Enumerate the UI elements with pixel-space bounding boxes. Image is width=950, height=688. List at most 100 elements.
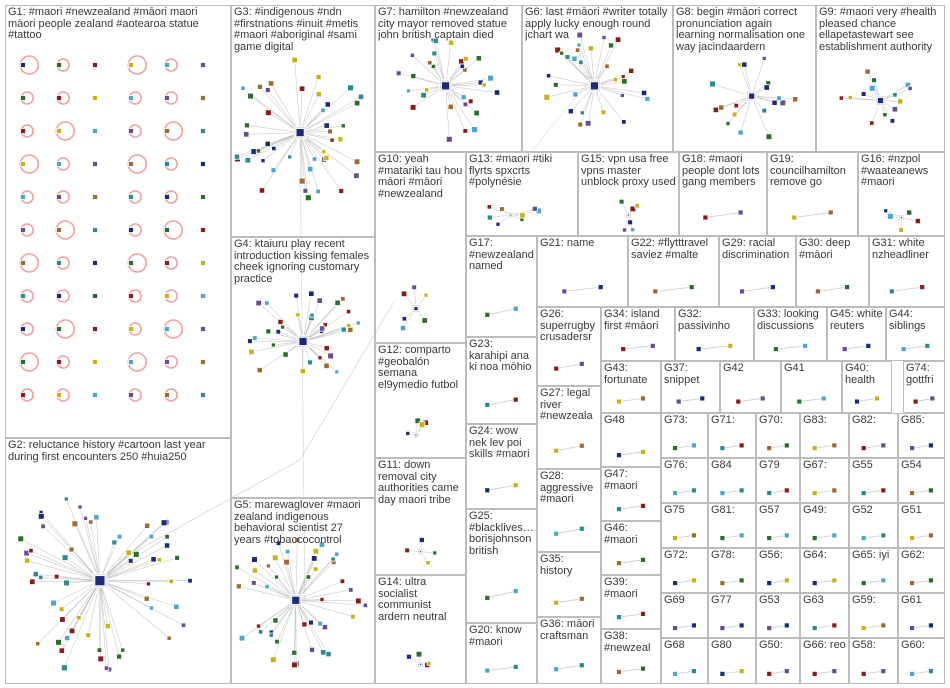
graph-node (68, 627, 76, 635)
hub-node-inner (748, 92, 756, 100)
graph-edge (722, 535, 742, 539)
group-cell-g25: G25: #blacklives… borisjohnson british #… (466, 509, 537, 623)
graph-edge (37, 580, 101, 644)
group-label-g47: G47: #maori #aotearoa #blm… (604, 469, 654, 492)
graph-node (691, 487, 697, 494)
graph-node (283, 558, 290, 566)
graph-node (553, 666, 560, 673)
graph-node (880, 622, 887, 629)
group-label-g3: G3: #indigenous #ndn #firstnations #inui… (234, 7, 359, 53)
graph-node (164, 161, 170, 167)
graph-node (640, 665, 646, 672)
group-label-g54: G54 (901, 460, 922, 471)
graph-edge (863, 580, 884, 584)
graph-node (301, 621, 308, 628)
group-cell-g21: G21: name (537, 236, 628, 307)
graph-node (311, 156, 318, 162)
group-cell-g27: G27: legal river #newzeala… #whangan… be… (537, 386, 601, 469)
graph-edge (299, 132, 342, 192)
graph-edge (295, 600, 359, 602)
graph-edge (863, 670, 884, 675)
graph-edge (295, 600, 329, 655)
graph-edge (99, 580, 149, 585)
graph-node (512, 482, 519, 489)
graph-node (619, 93, 625, 98)
graph-node (265, 328, 272, 335)
graph-node (634, 203, 641, 209)
graph-edge (769, 625, 787, 629)
graph-edge (66, 498, 101, 581)
graph-node (495, 221, 501, 227)
graph-edge (295, 540, 298, 601)
graph-node (96, 647, 103, 653)
graph-node (897, 98, 904, 105)
group-label-g76: G76: #maori stop… (664, 460, 698, 472)
graph-edge (856, 398, 878, 402)
graph-node (574, 47, 581, 53)
group-cell-g29: G29: racial discrimination cultural appr… (719, 236, 796, 307)
graph-node (20, 326, 26, 332)
graph-node (92, 293, 98, 299)
group-label-g22: G22: #flytttravel saviez #malte spots pr… (631, 238, 709, 261)
group-label-g14: G14: ultra socialist communist ardern ne… (378, 577, 447, 623)
graph-node (180, 622, 187, 628)
graph-node (919, 284, 926, 291)
graph-node (258, 187, 266, 194)
graph-node (240, 85, 246, 91)
graph-edge (769, 580, 787, 584)
graph-edge (445, 85, 450, 140)
graph-node (271, 554, 279, 562)
graph-node (512, 664, 519, 670)
graph-node (459, 63, 465, 70)
group-label-g11: G11: down removal city authorities came … (378, 460, 459, 506)
graph-node (160, 519, 168, 527)
graph-node (811, 625, 818, 631)
group-cell-g70: G70: #newz… major… (756, 413, 800, 458)
graph-node (323, 154, 330, 161)
graph-edge (85, 518, 101, 581)
graph-edge (618, 451, 644, 456)
graph-node (783, 622, 790, 629)
graph-node (275, 329, 282, 335)
graph-edge (769, 490, 787, 494)
group-cell-g30: G30: deep #māori people #kirikiriroa roo… (796, 236, 869, 307)
hub-node-inner (419, 662, 422, 666)
graph-edge (258, 132, 301, 152)
graph-node (234, 564, 240, 571)
group-label-g5: G5: marewaglover #maori zealand indigeno… (234, 500, 361, 546)
graph-node (719, 670, 726, 677)
graph-edge (487, 399, 516, 406)
graph-edge (445, 42, 452, 86)
graph-node (56, 95, 62, 101)
graph-node (311, 555, 318, 562)
graph-edge (675, 535, 694, 539)
hub-node-inner (413, 306, 419, 312)
group-label-g30: G30: deep #māori people #kirikiriroa roo… (799, 238, 851, 261)
graph-node (164, 392, 170, 398)
group-label-g13: G13: #maori #tiki flyrts spxcrts #polyné… (469, 154, 568, 189)
hub-node-inner (291, 595, 301, 605)
graph-node (887, 212, 894, 220)
graph-node (200, 326, 206, 332)
group-cell-g50: G50: story discovert… (756, 638, 800, 684)
graph-node (620, 346, 627, 353)
graph-node (640, 448, 646, 455)
hub-node-inner (295, 128, 305, 138)
graph-edge (30, 550, 101, 581)
group-cell-g48: G48 (601, 413, 661, 467)
graph-node (272, 617, 279, 624)
graph-node (120, 647, 126, 653)
group-cell-g12: G12: comparto #geobalón semana el9ymedio… (375, 343, 466, 458)
graph-node (811, 535, 818, 541)
graph-node (338, 188, 345, 194)
graph-edge (814, 580, 835, 584)
graph-node (334, 369, 340, 375)
graph-node (325, 651, 332, 658)
group-cell-g85: G85: zealand #maste… (898, 413, 945, 458)
graph-node (761, 55, 767, 61)
graph-node (24, 557, 31, 564)
group-cell-g20: G20: know #maori awa_1 big day wish more… (466, 623, 537, 684)
graph-node (323, 122, 330, 129)
graph-node (731, 111, 738, 118)
graph-node (727, 342, 734, 349)
